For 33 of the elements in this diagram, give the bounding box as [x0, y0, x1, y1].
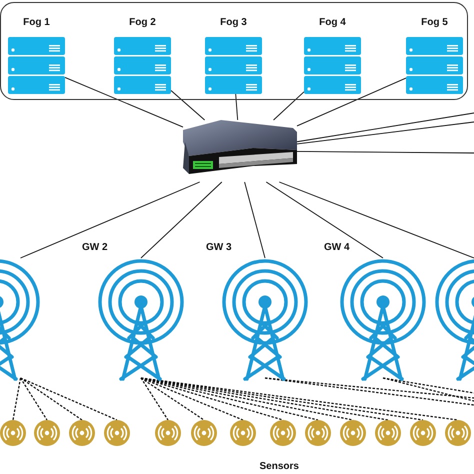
sensors-label: Sensors [260, 461, 299, 472]
dashed-connector [140, 378, 168, 420]
connector-line [266, 182, 384, 258]
connector-line [140, 182, 222, 258]
connector-line [278, 182, 474, 258]
connector-line [296, 151, 474, 154]
gateway-label: GW 4 [324, 242, 350, 253]
fog-label: Fog 3 [219, 17, 248, 28]
connector-line [170, 90, 206, 120]
dashed-connector [20, 377, 118, 421]
gateway-label: GW 3 [206, 242, 232, 253]
dashed-connector [20, 378, 48, 420]
fog-label: Fog 1 [22, 17, 51, 28]
dashed-connector [20, 378, 82, 420]
connector-line [273, 91, 304, 120]
dashed-connector [382, 377, 474, 394]
connector-line [296, 122, 474, 144]
fog-label: Fog 5 [420, 17, 449, 28]
connector-line [20, 182, 200, 258]
connector-line [235, 94, 238, 120]
fog-label: Fog 4 [318, 17, 347, 28]
dashed-connector [382, 377, 474, 402]
fog-group-box [0, 2, 468, 100]
dashed-connector [140, 377, 244, 421]
fog-label: Fog 2 [128, 17, 157, 28]
dashed-connector [264, 377, 474, 406]
gateway-label: GW 2 [82, 242, 108, 253]
dashed-connector [12, 378, 22, 420]
connector-line [244, 182, 266, 258]
connector-line [64, 77, 184, 128]
connector-line [296, 78, 406, 126]
dashed-connector [140, 378, 204, 420]
connector-line [296, 112, 474, 142]
